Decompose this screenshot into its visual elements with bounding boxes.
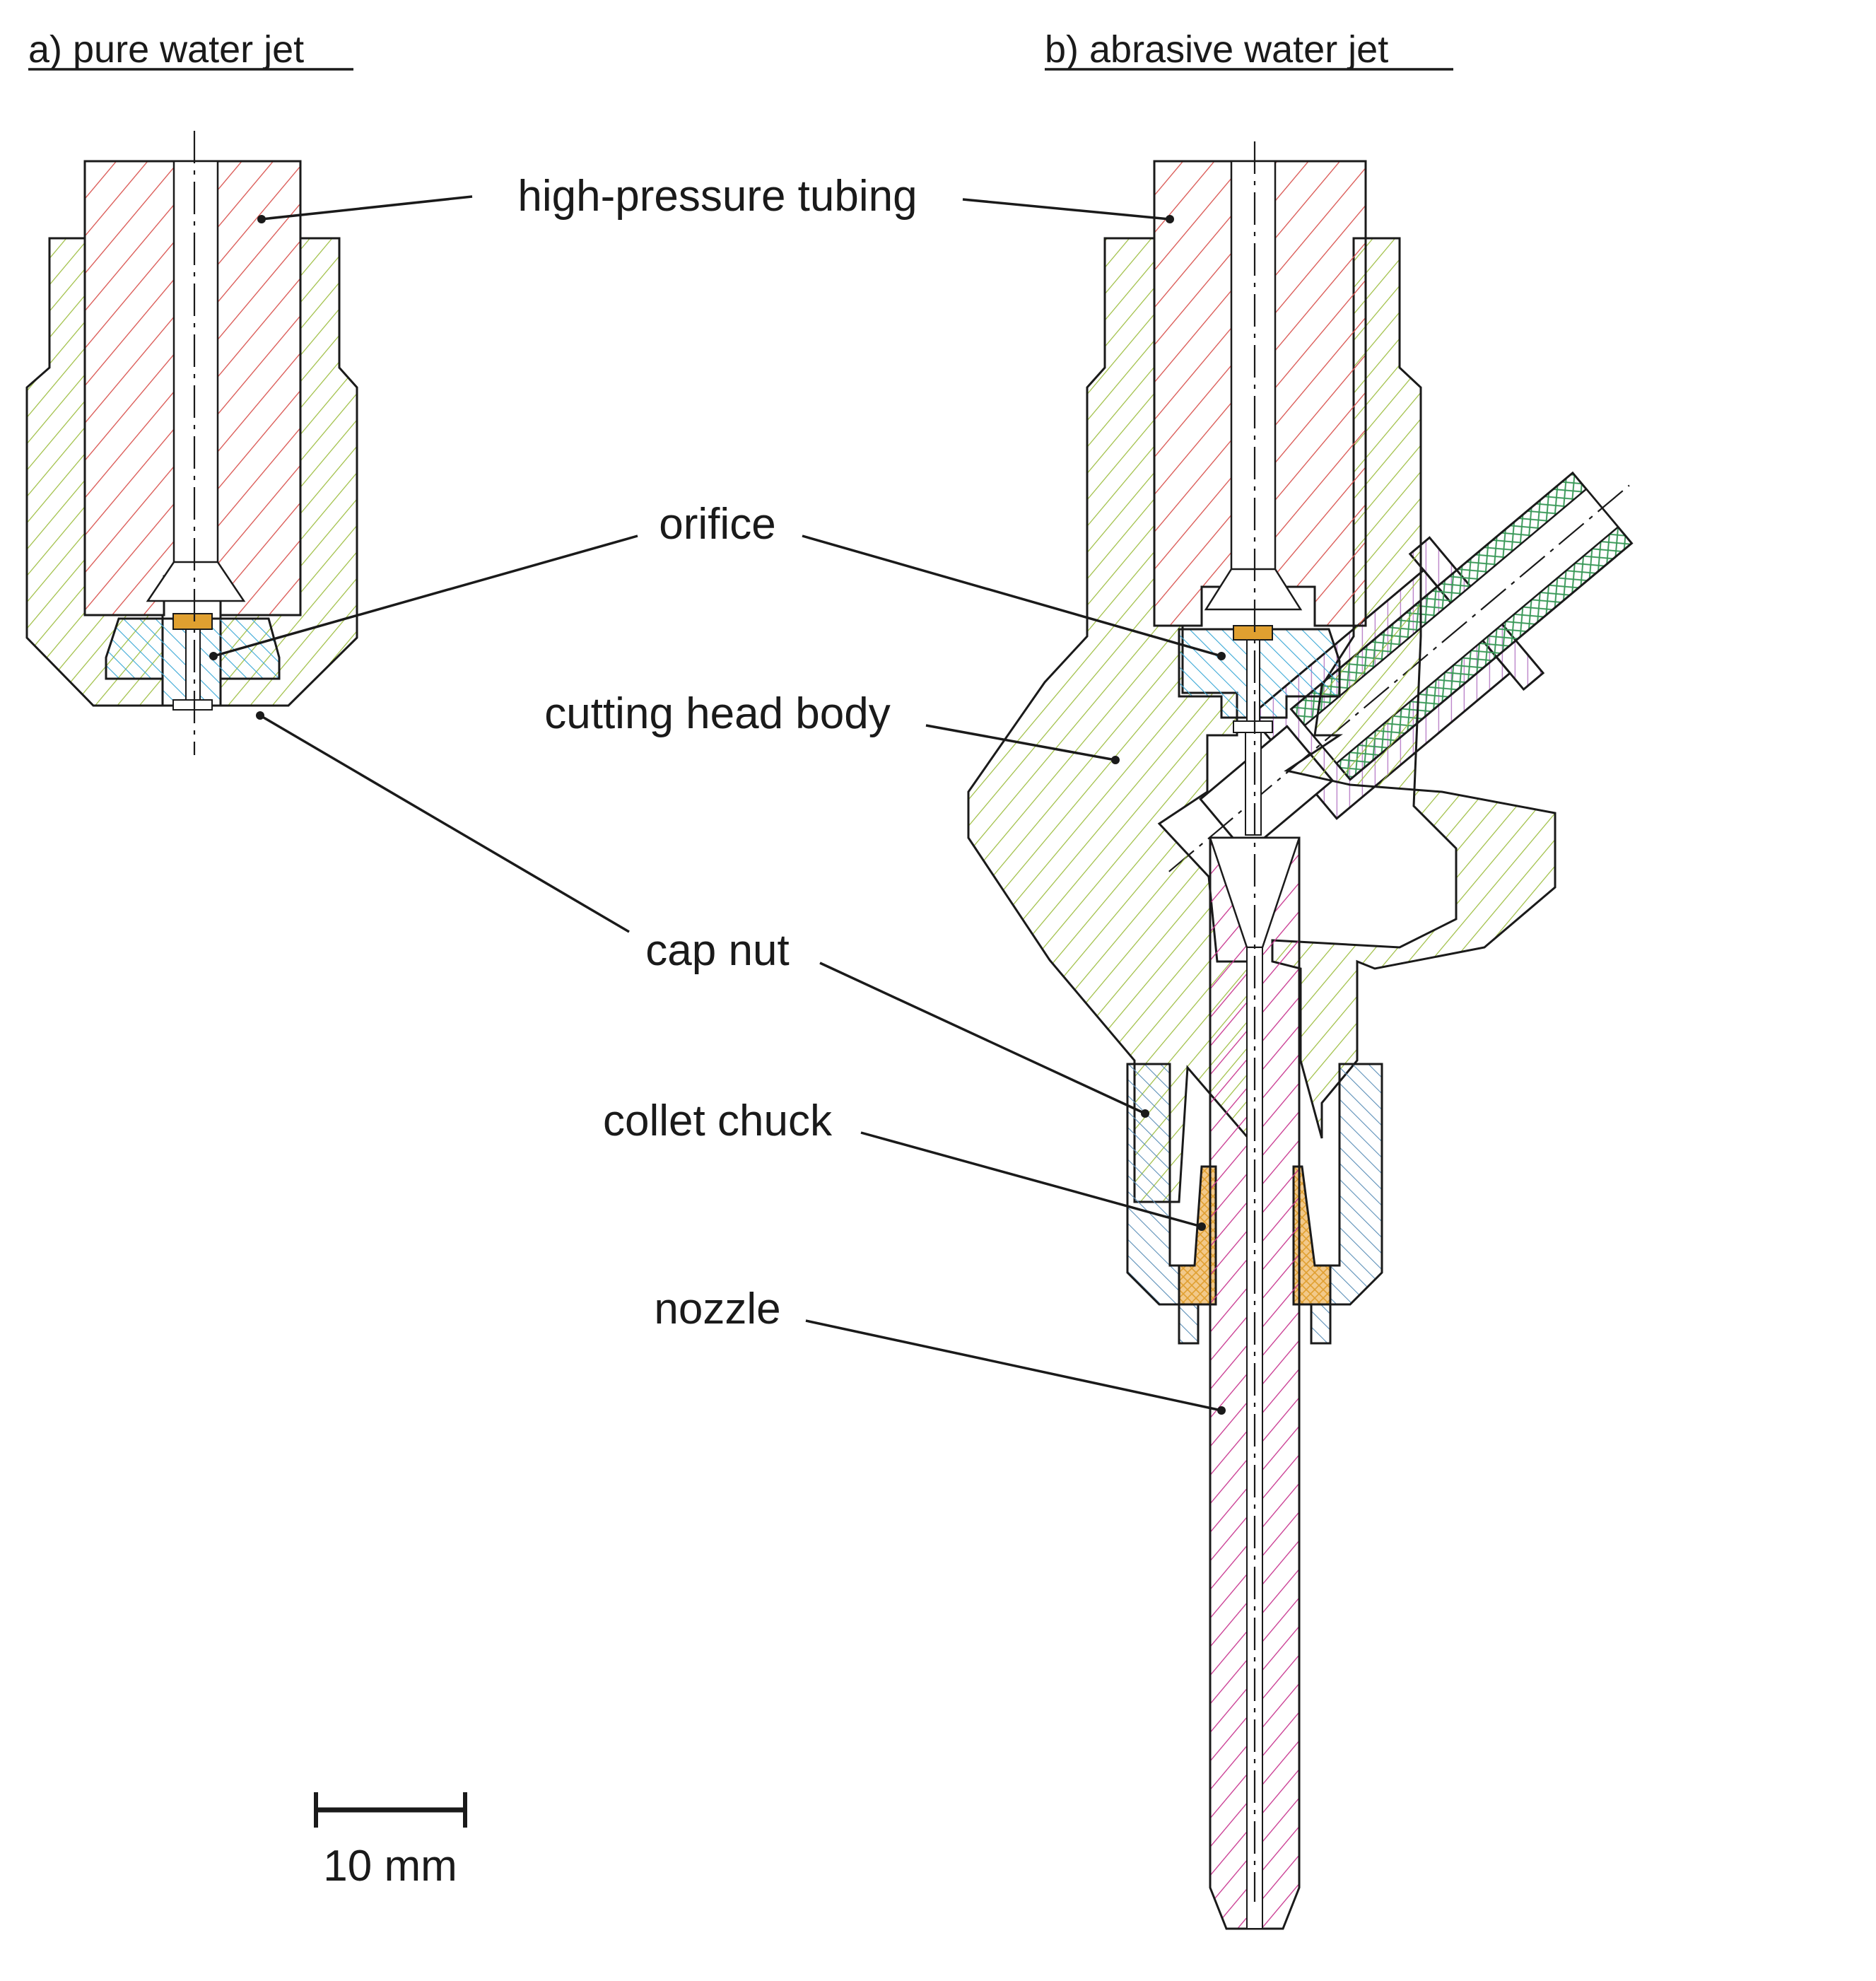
- pure-orifice-bore: [185, 629, 201, 706]
- abrasive-tubing-cone: [1204, 568, 1303, 611]
- label-cap-nut-text: cap nut: [645, 926, 789, 975]
- leader-high-pressure-tubing-b: [962, 198, 1171, 221]
- leader-cap-nut-a: [259, 714, 630, 933]
- label-cap-nut: cap nut: [256, 711, 1149, 1118]
- abrasive-inlet-axis: [1168, 484, 1630, 872]
- leader-cutting-head-body-dot: [1111, 756, 1120, 764]
- pure-tubing-cone: [146, 561, 246, 602]
- label-high-pressure-tubing: high-pressure tubing: [257, 172, 1174, 223]
- leader-high-pressure-tubing-b-dot: [1166, 215, 1174, 223]
- abrasive-tubing-bore: [1230, 160, 1277, 573]
- leader-orifice-a: [213, 534, 638, 658]
- leader-high-pressure-tubing-a-dot: [257, 215, 266, 223]
- leader-nozzle: [805, 1319, 1222, 1412]
- label-orifice-text: orifice: [659, 500, 775, 549]
- label-cutting-head-body: cutting head body: [544, 689, 1120, 764]
- leader-orifice-b-dot: [1217, 652, 1226, 660]
- pure-water-jet-head: [25, 131, 358, 755]
- label-high-pressure-tubing-text: high-pressure tubing: [517, 172, 917, 221]
- pure-orifice-insert: [172, 613, 213, 630]
- abrasive-spacer: [1233, 720, 1273, 733]
- pure-exit-gap: [172, 699, 213, 711]
- leader-orifice-a-dot: [209, 652, 218, 660]
- leader-cap-nut-b: [819, 962, 1146, 1115]
- label-nozzle-text: nozzle: [654, 1285, 780, 1333]
- pure-tubing-bore: [172, 160, 219, 566]
- leader-orifice-b: [802, 534, 1222, 658]
- label-orifice: orifice: [209, 500, 1226, 660]
- abrasive-jet-channel: [1245, 732, 1262, 836]
- leader-cutting-head-body: [925, 724, 1116, 761]
- abrasive-orifice-insert: [1233, 625, 1273, 641]
- label-cutting-head-body-text: cutting head body: [544, 689, 891, 738]
- leader-collet-chuck: [860, 1131, 1202, 1228]
- label-collet-chuck-text: collet chuck: [603, 1097, 833, 1145]
- leader-cap-nut-a-dot: [256, 711, 264, 720]
- abrasive-orifice-bore: [1246, 639, 1260, 732]
- title-abrasive-water-jet: b) abrasive water jet: [1045, 28, 1388, 71]
- abrasive-water-jet-head: [967, 141, 1634, 1930]
- label-nozzle: nozzle: [654, 1285, 1226, 1415]
- leader-high-pressure-tubing-a: [261, 195, 473, 221]
- title-pure-water-jet: a) pure water jet: [28, 28, 304, 71]
- leader-collet-chuck-dot: [1197, 1222, 1206, 1231]
- leader-nozzle-dot: [1217, 1406, 1226, 1415]
- label-collet-chuck: collet chuck: [603, 1097, 1206, 1231]
- scale-bar-label: 10 mm: [323, 1842, 457, 1891]
- scale-bar: 10 mm: [314, 1792, 467, 1891]
- leader-cap-nut-b-dot: [1141, 1109, 1149, 1118]
